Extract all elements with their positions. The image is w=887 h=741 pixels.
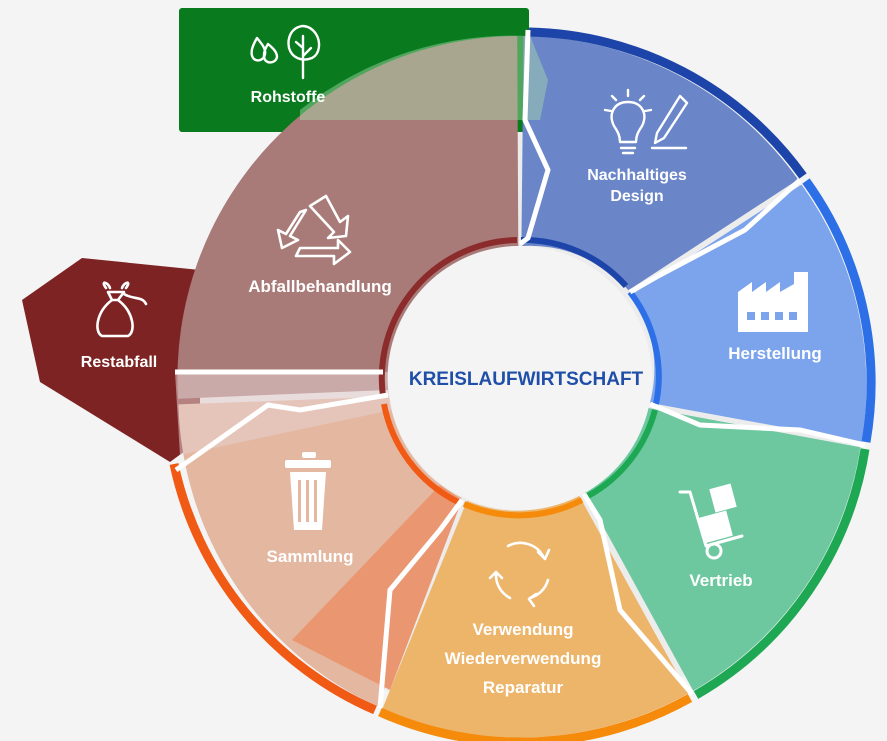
center-circle [388,246,652,510]
factory-icon [738,272,808,332]
recycle-icon [276,194,352,266]
label-abfallbehandlung: Abfallbehandlung [248,277,392,296]
label-verwendung-line3: Reparatur [483,678,564,697]
label-verwendung-line2: Wiederverwendung [445,649,602,668]
segment-design [521,36,799,291]
drops-and-tree-icon [250,24,321,80]
trash-can-icon [285,452,331,530]
center-title: KREISLAUFWIRTSCHAFT [409,369,644,390]
label-sammlung: Sammlung [267,547,354,566]
hand-truck-icon [678,483,744,560]
segment-vertrieb [584,408,861,691]
segment-verwendung [382,495,689,738]
label-rohstoffe: Rohstoffe [251,89,326,106]
label-design-line2: Design [610,188,663,205]
label-verwendung-line1: Verwendung [472,620,573,639]
restabfall-tab [22,258,200,462]
label-herstellung: Herstellung [728,344,822,363]
garbage-bag-icon [96,281,148,338]
rohstoffe-overlay [300,35,548,120]
label-design-line1: Nachhaltiges [587,167,687,184]
lightbulb-and-pencil-icon [603,88,689,155]
outer-accent-arcs [169,27,876,741]
sammlung-overlay [292,485,462,690]
circular-arrows-icon [488,541,551,608]
inner-accent-arcs [378,236,662,519]
label-restabfall: Restabfall [81,354,157,371]
label-vertrieb: Vertrieb [689,571,752,590]
segment-separators [174,29,866,709]
